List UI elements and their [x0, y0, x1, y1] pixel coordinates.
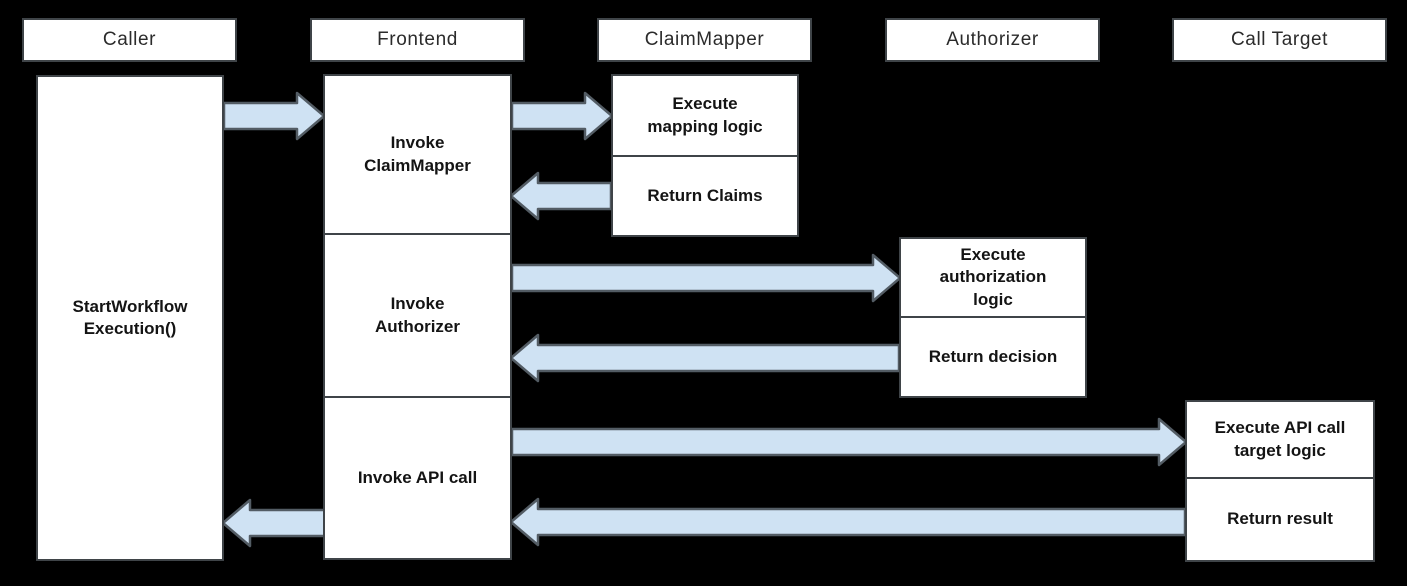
step-label: Return Claims	[647, 185, 763, 205]
step-label: Execute mapping logic	[647, 94, 763, 136]
arrow-caller-to-frontend-invoke	[222, 91, 326, 141]
step-execute-mapping-logic: Execute mapping logic	[611, 74, 799, 157]
arrow-frontend-to-claimmapper-call	[510, 91, 614, 141]
arrow-frontend-to-caller-return	[221, 498, 327, 548]
step-label: Execute API call target logic	[1214, 418, 1346, 460]
step-return-decision: Return decision	[899, 316, 1087, 398]
lane-header-calltarget: Call Target	[1172, 18, 1387, 62]
arrow-calltarget-to-frontend-return	[509, 497, 1187, 547]
step-invoke-authorizer: Invoke Authorizer	[323, 233, 512, 398]
step-label: Execute authorization logic	[939, 244, 1047, 309]
step-invoke-claimmapper: Invoke ClaimMapper	[323, 74, 512, 235]
lane-header-label: Authorizer	[946, 29, 1039, 50]
step-label: Invoke Authorizer	[375, 294, 460, 336]
step-label: Return result	[1227, 509, 1333, 529]
step-return-result: Return result	[1185, 477, 1375, 562]
step-label: Invoke API call	[357, 467, 478, 487]
arrow-claimmapper-to-frontend-return	[509, 171, 613, 221]
arrow-authorizer-to-frontend-return	[509, 333, 901, 383]
lane-header-caller: Caller	[22, 18, 237, 62]
lane-header-label: Caller	[102, 29, 157, 50]
step-execute-authorization-logic: Execute authorization logic	[899, 237, 1087, 318]
step-invoke-api-call: Invoke API call	[323, 396, 512, 560]
step-execute-api-call-target-logic: Execute API call target logic	[1185, 400, 1375, 479]
lane-header-frontend: Frontend	[310, 18, 525, 62]
step-label: Invoke ClaimMapper	[364, 133, 471, 175]
lane-header-authorizer: Authorizer	[885, 18, 1100, 62]
lane-header-label: Call Target	[1230, 29, 1329, 50]
step-startworkflow-execution: StartWorkflow Execution()	[36, 75, 224, 561]
step-label: StartWorkflow Execution()	[72, 296, 188, 338]
step-return-claims: Return Claims	[611, 155, 799, 237]
step-label: Return decision	[928, 346, 1058, 366]
arrow-frontend-to-calltarget-call	[510, 417, 1188, 467]
lane-header-label: Frontend	[377, 29, 458, 50]
arrow-frontend-to-authorizer-call	[510, 253, 902, 303]
lane-header-claimmapper: ClaimMapper	[597, 18, 812, 62]
lane-header-label: ClaimMapper	[644, 29, 765, 50]
